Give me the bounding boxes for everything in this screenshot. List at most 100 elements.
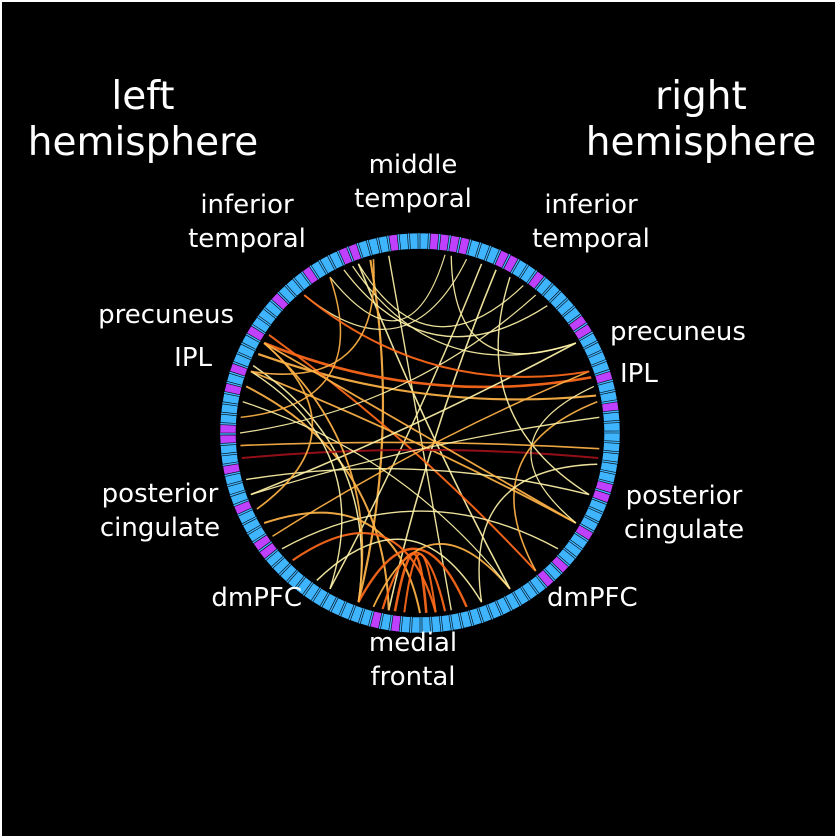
ring-segment xyxy=(574,524,594,541)
ring-segment xyxy=(603,422,621,432)
ring-segment xyxy=(579,516,599,532)
ring-segment xyxy=(591,360,610,375)
ring-segment xyxy=(535,277,553,296)
ring-segment xyxy=(438,233,450,252)
ring-segment xyxy=(503,254,519,274)
ring-segment xyxy=(226,482,246,496)
ring-segment xyxy=(485,245,500,265)
ring-segment xyxy=(584,507,604,523)
ring-segment xyxy=(310,260,327,280)
connection-link xyxy=(257,353,597,401)
ring-segment xyxy=(285,278,304,297)
ring-segment xyxy=(429,232,440,251)
ring-segment xyxy=(467,239,481,258)
label-dmpfc-right: dmPFC xyxy=(547,583,638,613)
connection-link xyxy=(263,511,421,614)
connection-link xyxy=(246,468,590,496)
connection-link xyxy=(329,263,483,590)
ring-segment xyxy=(409,232,419,250)
ring-segment xyxy=(293,272,311,291)
connection-link xyxy=(381,551,447,612)
ring-segment xyxy=(601,401,620,413)
left-hemisphere-title: left hemisphere xyxy=(27,74,259,165)
ring-segment xyxy=(600,461,618,473)
connection-link xyxy=(292,532,437,613)
ring-segment xyxy=(583,341,603,357)
label-dmpfc-left: dmPFC xyxy=(211,583,302,613)
label-posterior-cingulate-right: posterior cingulate xyxy=(623,481,745,545)
ring-segment xyxy=(251,316,271,334)
ring-segment xyxy=(330,597,346,617)
ring-segment xyxy=(587,351,607,366)
ring-segment xyxy=(230,491,249,506)
ring-segment xyxy=(222,463,241,475)
ring-segment xyxy=(431,615,442,633)
ring-segment xyxy=(257,308,277,326)
connection-link xyxy=(303,258,468,330)
ring-segment xyxy=(544,562,562,581)
ring-segment xyxy=(287,570,305,589)
ring-segment xyxy=(380,613,392,631)
connection-link xyxy=(256,342,314,510)
ring-segment xyxy=(529,575,547,594)
ring-segment xyxy=(521,581,538,600)
label-medial-frontal: medial frontal xyxy=(368,628,458,692)
connection-links xyxy=(239,254,600,614)
connection-link xyxy=(316,538,483,603)
ring-segment xyxy=(236,343,256,359)
ring-segment xyxy=(597,470,616,484)
ring-segment xyxy=(233,500,253,515)
ring-segment xyxy=(602,442,621,453)
ring-segment xyxy=(551,555,570,574)
connection-link xyxy=(357,263,524,328)
ring-segment xyxy=(390,614,402,633)
ring-segment xyxy=(602,411,620,422)
connection-link xyxy=(263,342,364,603)
ring-segment xyxy=(421,616,431,634)
ring-segment xyxy=(319,255,336,275)
ring-segment xyxy=(328,250,344,270)
ring-segment xyxy=(573,323,593,340)
connection-link xyxy=(329,254,446,322)
ring-segment xyxy=(476,242,491,261)
connection-link xyxy=(263,341,592,389)
ring-segment xyxy=(220,453,239,465)
ring-segment xyxy=(496,596,512,616)
ring-segment xyxy=(338,246,353,266)
ring-segment xyxy=(511,259,528,279)
ring-segment xyxy=(597,380,616,394)
ring-segment xyxy=(556,298,575,317)
connection-link xyxy=(241,448,599,460)
ring-segment xyxy=(272,557,291,575)
connection-link xyxy=(530,385,595,524)
ring-segment xyxy=(595,480,614,494)
connection-link xyxy=(263,342,577,524)
ring-segment xyxy=(400,615,411,634)
ring-segment xyxy=(601,451,620,463)
ring-segment xyxy=(603,432,621,442)
ring-segment xyxy=(367,237,381,256)
ring-segment xyxy=(599,391,618,403)
ring-segment xyxy=(349,605,364,624)
connection-link xyxy=(281,510,559,550)
ring-segment xyxy=(549,291,568,309)
ring-segment xyxy=(264,300,283,318)
ring-segment xyxy=(494,249,510,269)
connection-link xyxy=(268,334,537,572)
ring-segment xyxy=(563,540,583,558)
ring-segment xyxy=(219,424,237,434)
label-precuneus-right: precuneus xyxy=(610,317,746,347)
ring-segment xyxy=(224,382,243,396)
ring-segment xyxy=(450,612,462,631)
ring-segment xyxy=(253,534,272,551)
right-hemisphere-title: right hemisphere xyxy=(585,74,817,165)
ring-segment xyxy=(340,601,355,621)
ring-segment xyxy=(459,610,473,629)
ring-segment xyxy=(247,526,267,543)
ring-segment xyxy=(487,600,502,620)
ring-segment xyxy=(542,283,561,302)
ring-segment xyxy=(242,517,262,534)
ring-segment xyxy=(527,270,545,290)
